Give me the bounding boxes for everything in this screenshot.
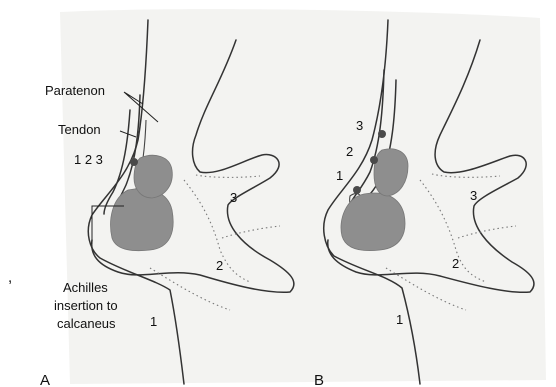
panel-a-position-numbers: 1 2 3 [74,152,103,167]
panel-b-position-3: 3 [356,118,363,133]
panel-a-region-1: 1 [150,314,157,329]
panel-b-dot-1 [353,186,361,194]
panel-b-position-2: 2 [346,144,353,159]
panel-b-calcaneus-bone [341,193,405,251]
stray-mark: , [8,269,12,286]
tendon-label: Tendon [58,122,101,137]
panel-a-calcaneus-bone [111,189,174,251]
panel-b-dot-2 [370,156,378,164]
panel-b-letter: B [314,372,324,387]
panel-b-region-1: 1 [396,312,403,327]
panel-a-bursa-dot [130,158,138,166]
insertion-label-line-2: insertion to [54,298,118,313]
panel-b-position-1: 1 [336,168,343,183]
insertion-label-line-3: calcaneus [57,316,116,331]
panel-a-letter: A [40,372,50,387]
panel-b-dot-3 [378,130,386,138]
panel-a-region-3: 3 [230,190,237,205]
paratenon-label: Paratenon [45,83,105,98]
panel-a-region-2: 2 [216,258,223,273]
panel-b-region-3: 3 [470,188,477,203]
insertion-label-line-1: Achilles [63,280,108,295]
panel-b-region-2: 2 [452,256,459,271]
